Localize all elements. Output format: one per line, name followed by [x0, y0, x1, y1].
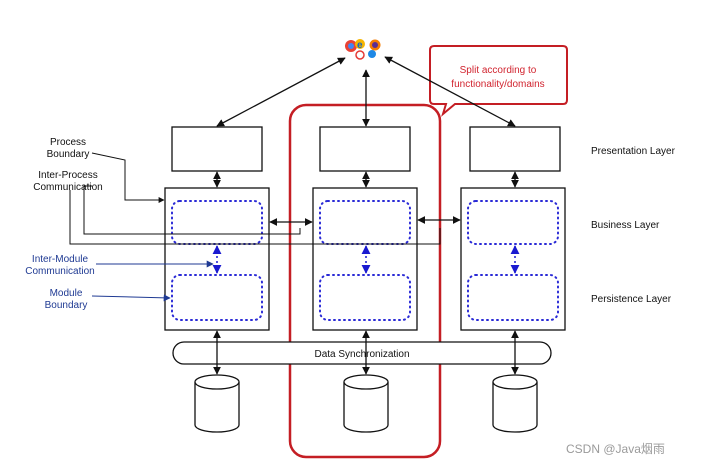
data-sync-bar [172, 341, 552, 365]
inter-module-label-2: Communication [25, 266, 94, 277]
service-box-2 [312, 187, 418, 331]
inter-process-label-1: Inter-Process [38, 170, 97, 181]
presentation-box-2 [319, 126, 411, 172]
inter-process-label-2: Communication [33, 182, 102, 193]
service-box-1 [164, 187, 270, 331]
module-boundary-label-2: Boundary [45, 300, 88, 311]
process-boundary-label-2: Boundary [47, 149, 90, 160]
module-boundaries [171, 200, 559, 321]
process-boundary-label-1: Process [50, 137, 86, 148]
business-layer-label: Business Layer [591, 220, 660, 231]
svg-text:e: e [357, 40, 363, 51]
data-sync-label: Data Synchronization [314, 349, 409, 360]
database-icon [194, 374, 240, 433]
service-box-3 [460, 187, 566, 331]
inter-module-label-1: Inter-Module [32, 254, 89, 265]
callout-line-1: Split according to [460, 65, 537, 76]
presentation-box-1 [171, 126, 263, 172]
browser-logos-icon: e [345, 39, 381, 60]
database-icon [492, 374, 538, 433]
callout-line-2: functionality/domains [451, 79, 544, 90]
module-boundary-label-1: Module [50, 288, 83, 299]
database-icon [343, 374, 389, 433]
watermark: CSDN @Java烟雨 [566, 442, 665, 456]
presentation-layer-label: Presentation Layer [591, 146, 676, 157]
presentation-box-3 [469, 126, 561, 172]
callout-bubble: Split according to functionality/domains [429, 45, 568, 117]
persistence-layer-label: Persistence Layer [591, 294, 672, 305]
